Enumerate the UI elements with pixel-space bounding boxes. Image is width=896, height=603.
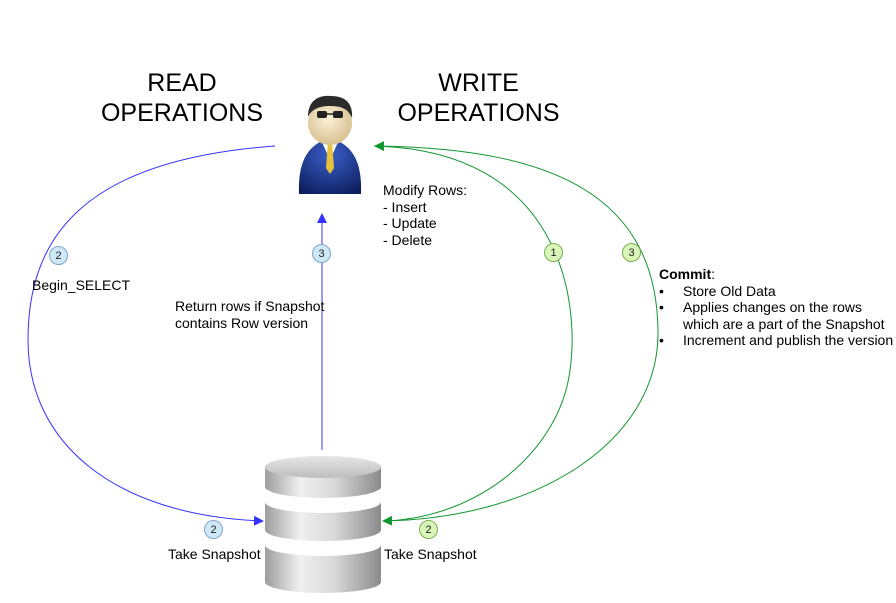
modify-update-item: - Update — [383, 215, 437, 231]
commit-title: Commit — [659, 266, 712, 282]
write-take-snapshot-label: Take Snapshot — [384, 546, 477, 562]
modify-rows-text: Modify Rows: - Insert - Update - Delete — [383, 182, 467, 248]
write-commit-arrow — [374, 141, 659, 522]
modify-insert-item: - Insert — [383, 198, 427, 215]
return-rows-line1: Return rows if Snapshot — [175, 298, 325, 314]
read-step-begin-badge: 2 — [49, 246, 68, 265]
commit-store-old-data: Store Old Data — [659, 283, 894, 300]
commit-title-line: Commit: — [659, 266, 894, 283]
commit-colon: : — [711, 266, 716, 282]
write-modify-arrow — [373, 145, 573, 526]
commit-text: Commit: Store Old Data Applies changes o… — [659, 266, 894, 349]
write-step3-badge: 3 — [622, 243, 641, 262]
modify-rows-title: Modify Rows: — [383, 182, 468, 198]
modify-delete-item: - Delete — [383, 231, 433, 248]
read-heading-line2: OPERATIONS — [100, 99, 264, 127]
commit-steps-list: Store Old Data Applies changes on the ro… — [659, 283, 894, 349]
write-heading-line1: WRITE — [438, 69, 519, 97]
commit-increment-version: Increment and publish the version — [659, 332, 894, 349]
read-operations-heading: READ OPERATIONS — [92, 68, 272, 128]
write-operations-heading: WRITE OPERATIONS — [386, 68, 571, 128]
read-step-snapshot-badge: 2 — [204, 520, 223, 539]
read-begin-select-arrow — [27, 145, 276, 526]
return-rows-text: Return rows if Snapshot contains Row ver… — [175, 298, 324, 332]
database-icon — [262, 456, 384, 593]
begin-select-label: Begin_SELECT — [32, 277, 131, 293]
user-avatar-icon — [298, 95, 362, 194]
commit-apply-changes: Applies changes on the rows which are a … — [659, 299, 894, 332]
read-take-snapshot-label: Take Snapshot — [168, 546, 261, 562]
read-step-return-badge: 3 — [312, 244, 331, 263]
write-step1-badge: 1 — [544, 243, 563, 262]
write-heading-line2: OPERATIONS — [397, 99, 560, 127]
read-heading-line1: READ — [147, 69, 217, 97]
write-step-snapshot-badge: 2 — [419, 520, 438, 539]
return-rows-line2: contains Row version — [175, 315, 309, 331]
